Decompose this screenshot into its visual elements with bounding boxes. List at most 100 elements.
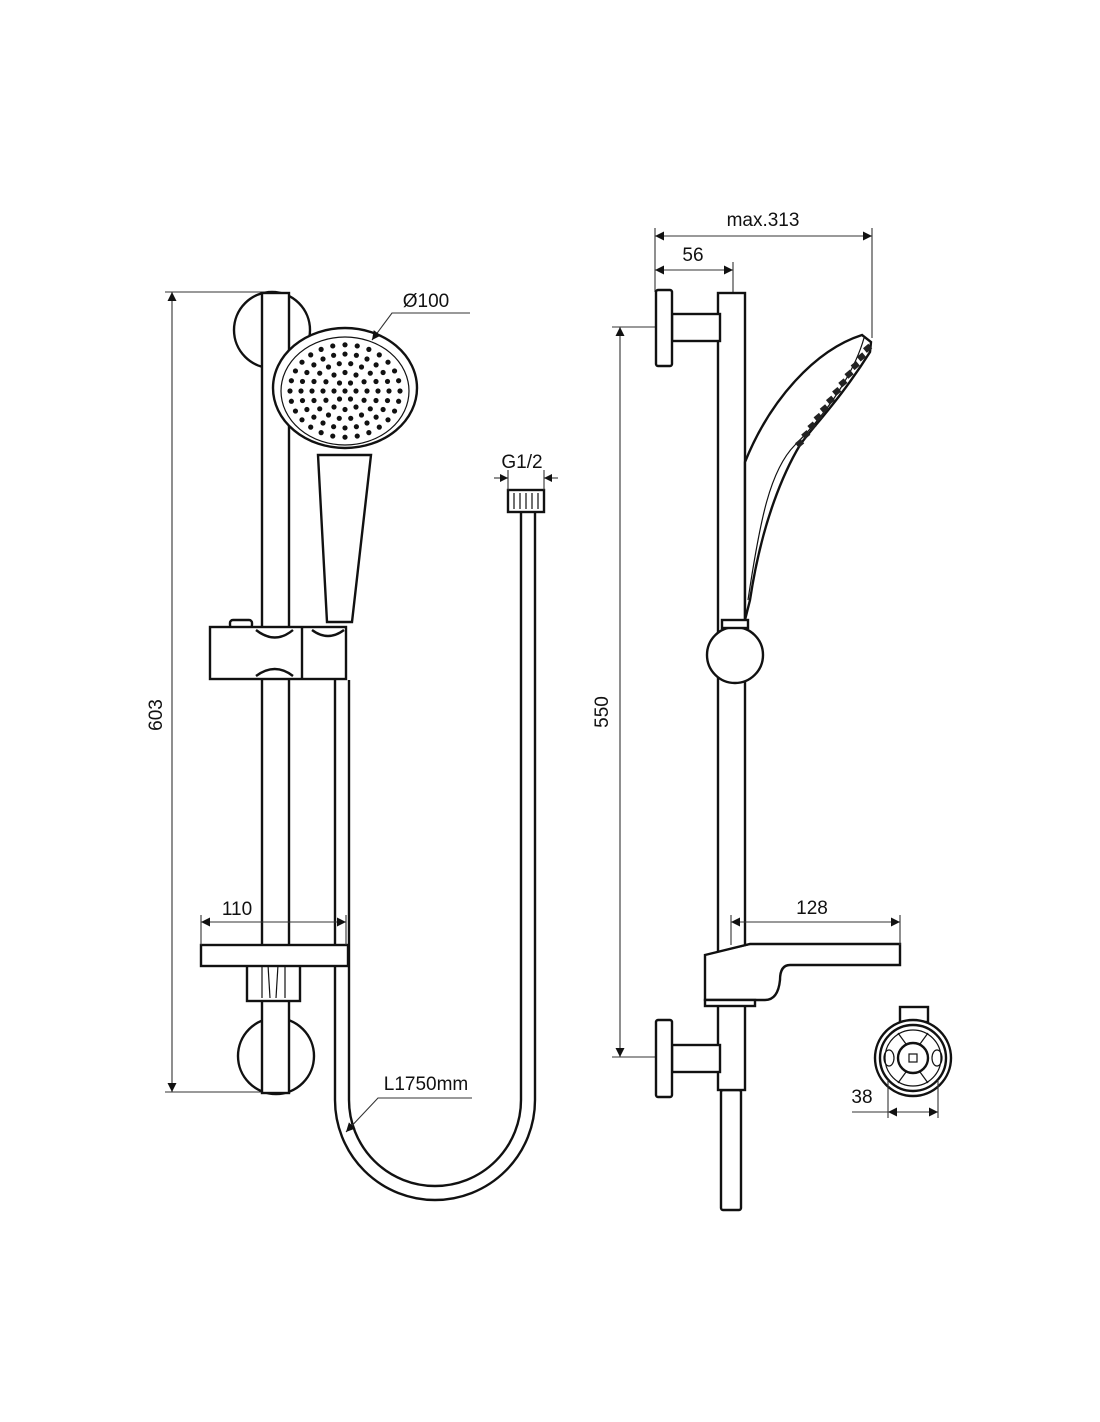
svg-text:128: 128 [796, 898, 828, 919]
nozzle-dot [385, 359, 391, 365]
nozzle-dot [384, 378, 391, 385]
nozzle-dot [311, 362, 317, 368]
nozzle-dot [358, 412, 365, 418]
nozzle-dot [384, 397, 391, 404]
nozzle-dot [318, 430, 324, 436]
nozzle-dot [364, 388, 370, 394]
side-view: max.313 56 550 [592, 210, 953, 1212]
nozzle-dot [376, 424, 382, 430]
nozzle-dot [331, 352, 337, 358]
nozzle-dot [364, 420, 370, 426]
nozzle-side [856, 352, 867, 362]
nozzle-dot [323, 397, 329, 403]
nozzle-dot [288, 378, 294, 384]
nozzle-dot [347, 380, 354, 386]
svg-text:L1750mm: L1750mm [384, 1074, 469, 1095]
nozzle-dot [361, 379, 367, 385]
nozzle-dot [331, 372, 337, 378]
hose-side [719, 1088, 743, 1212]
nozzle-dot [320, 388, 326, 394]
nozzle-side [844, 369, 854, 379]
nozzle-dot [336, 361, 342, 367]
nozzle-dot [353, 352, 359, 358]
nozzle-dot [376, 352, 382, 358]
nozzle-dot [367, 406, 373, 412]
nozzle-dot [330, 343, 336, 349]
nozzle-dot [342, 434, 348, 440]
slider-holder [208, 618, 348, 681]
svg-text:110: 110 [222, 899, 252, 920]
nozzle-dot [347, 396, 354, 402]
nozzle-dot [318, 346, 324, 352]
hand-shower-side [743, 333, 873, 621]
soap-dish-front [199, 943, 350, 1003]
nozzle-dot [311, 378, 317, 385]
nozzle-dot [311, 414, 317, 420]
nozzle-side [813, 412, 823, 422]
nozzle-dot [342, 388, 348, 394]
nozzle-dot [354, 343, 360, 349]
nozzle-dot [311, 397, 317, 404]
nozzle-dot [336, 380, 343, 386]
nozzle-dot [323, 379, 329, 385]
nozzle-dot [342, 406, 348, 413]
nozzle-dot [366, 346, 372, 352]
nozzle-dot [375, 388, 381, 394]
nozzle-dot [292, 368, 299, 374]
nozzle-dot [320, 356, 326, 362]
nozzle-dot [299, 417, 305, 423]
nozzle-dot [380, 406, 386, 413]
nozzle-side [795, 438, 805, 448]
hand-shower [271, 326, 419, 624]
nozzle-dot [331, 404, 337, 410]
nozzle-side [863, 343, 873, 353]
nozzle-dot [292, 408, 299, 414]
dimension-603: 603 [146, 291, 280, 1093]
dimension-128: 128 [730, 898, 901, 945]
nozzle-dot [336, 415, 342, 421]
nozzle-dot [397, 388, 403, 394]
dimension-56: 56 [655, 245, 734, 293]
nozzle-dot [342, 425, 348, 431]
dimension-diameter: Ø100 [371, 291, 470, 341]
nozzle-side [825, 395, 836, 405]
nozzle-dot [373, 378, 379, 385]
nozzle-dot [308, 352, 314, 358]
nozzle-dot [304, 369, 310, 376]
nozzle-dot [299, 397, 306, 404]
nozzle-dot [342, 342, 348, 348]
nozzle-dot [373, 362, 379, 368]
nozzle-dot [348, 361, 354, 367]
nozzle-dot [353, 372, 359, 378]
nozzle-dot [396, 378, 402, 384]
svg-text:Ø100: Ø100 [403, 291, 449, 312]
front-view: 603 G1/2 [146, 290, 558, 1202]
nozzle-dot [396, 398, 402, 404]
dimension-max313: max.313 [654, 210, 873, 338]
dimension-550: 550 [592, 326, 656, 1058]
nozzle-dot [299, 378, 306, 385]
svg-text:56: 56 [682, 245, 703, 266]
nozzle-dot [391, 368, 398, 374]
nozzle-dot [353, 424, 359, 430]
nozzle-dot [299, 359, 305, 365]
svg-text:38: 38 [851, 1087, 872, 1108]
slider-knob [705, 625, 765, 685]
nozzle-dot [331, 388, 337, 394]
nozzle-dot [336, 396, 343, 402]
svg-text:G1/2: G1/2 [501, 452, 542, 473]
nozzle-dot [367, 370, 373, 376]
nozzle-dot [385, 417, 391, 423]
wall-bracket-side-bottom [654, 1018, 722, 1099]
nozzle-dot [320, 420, 326, 426]
nozzle-dot [331, 424, 337, 430]
nozzle-dot [380, 369, 386, 376]
nozzle-dot [373, 414, 379, 420]
nozzle-dot [325, 412, 332, 418]
dimension-38: 38 [851, 1080, 939, 1118]
dimension-hose-length: L1750mm [345, 1074, 472, 1133]
rail-end-view [873, 1005, 953, 1098]
nozzle-dot [304, 406, 310, 413]
spray-nozzles-side [795, 343, 873, 448]
